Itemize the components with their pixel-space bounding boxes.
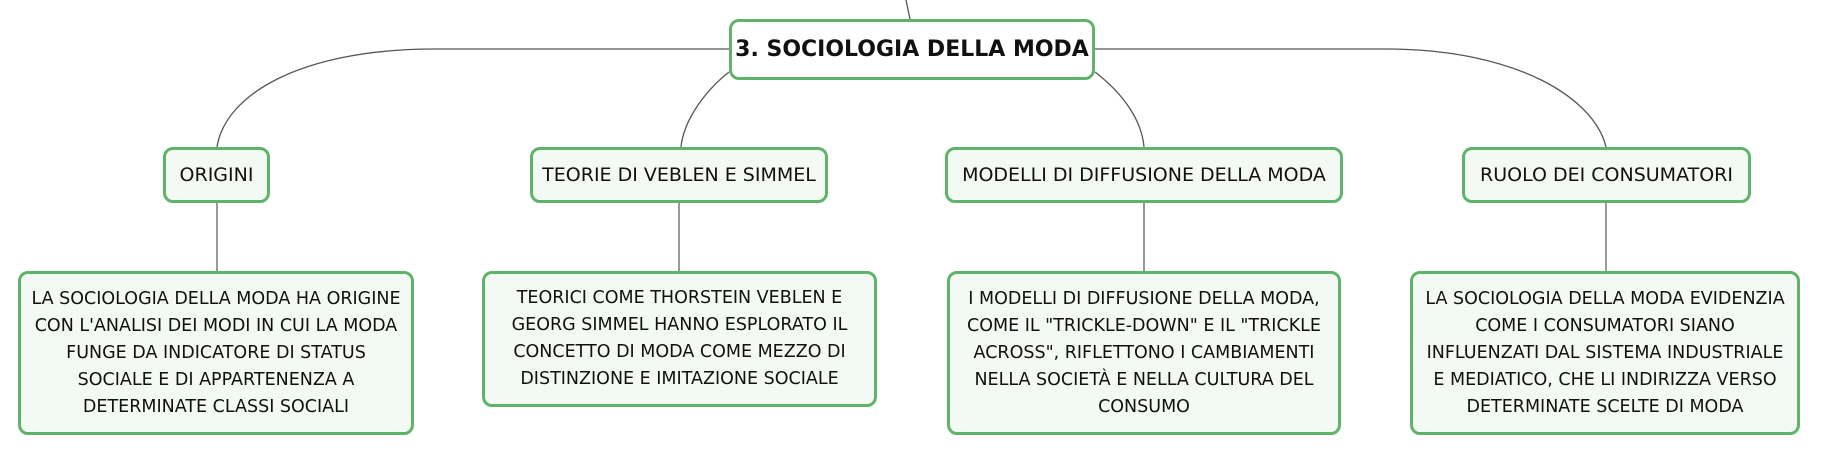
detail-text-modelli: I MODELLI DI DIFFUSIONE DELLA MODA, COME… <box>967 288 1321 417</box>
branch-label-teorie: TEORIE DI VEBLEN E SIMMEL <box>542 164 816 186</box>
branch-label-origini: ORIGINI <box>179 164 254 186</box>
branch-node-origini[interactable]: ORIGINI <box>163 147 270 203</box>
branch-node-teorie[interactable]: TEORIE DI VEBLEN E SIMMEL <box>530 147 828 203</box>
detail-node-origini[interactable]: LA SOCIOLOGIA DELLA MODA HA ORIGINE CON … <box>18 271 414 435</box>
detail-text-ruolo: LA SOCIOLOGIA DELLA MODA EVIDENZIA COME … <box>1425 288 1785 417</box>
connector-root-ruolo <box>1095 48 1607 148</box>
detail-text-origini: LA SOCIOLOGIA DELLA MODA HA ORIGINE CON … <box>31 288 401 417</box>
connector-root-teorie <box>680 71 730 148</box>
parent-connector <box>905 0 911 20</box>
detail-node-teorie[interactable]: TEORICI COME THORSTEIN VEBLEN E GEORG SI… <box>482 271 877 407</box>
connector-root-origini <box>216 48 729 148</box>
root-topic-label: 3. SOCIOLOGIA DELLA MODA <box>735 37 1089 62</box>
branch-node-modelli[interactable]: MODELLI DI DIFFUSIONE DELLA MODA <box>945 147 1343 203</box>
branch-node-ruolo[interactable]: RUOLO DEI CONSUMATORI <box>1462 147 1751 203</box>
detail-node-modelli[interactable]: I MODELLI DI DIFFUSIONE DELLA MODA, COME… <box>947 271 1341 435</box>
root-topic-node[interactable]: 3. SOCIOLOGIA DELLA MODA <box>729 19 1095 80</box>
branch-label-ruolo: RUOLO DEI CONSUMATORI <box>1480 164 1733 186</box>
branch-label-modelli: MODELLI DI DIFFUSIONE DELLA MODA <box>962 164 1326 186</box>
connector-root-modelli <box>1094 71 1145 148</box>
detail-text-teorie: TEORICI COME THORSTEIN VEBLEN E GEORG SI… <box>511 288 848 389</box>
detail-node-ruolo[interactable]: LA SOCIOLOGIA DELLA MODA EVIDENZIA COME … <box>1410 271 1800 435</box>
